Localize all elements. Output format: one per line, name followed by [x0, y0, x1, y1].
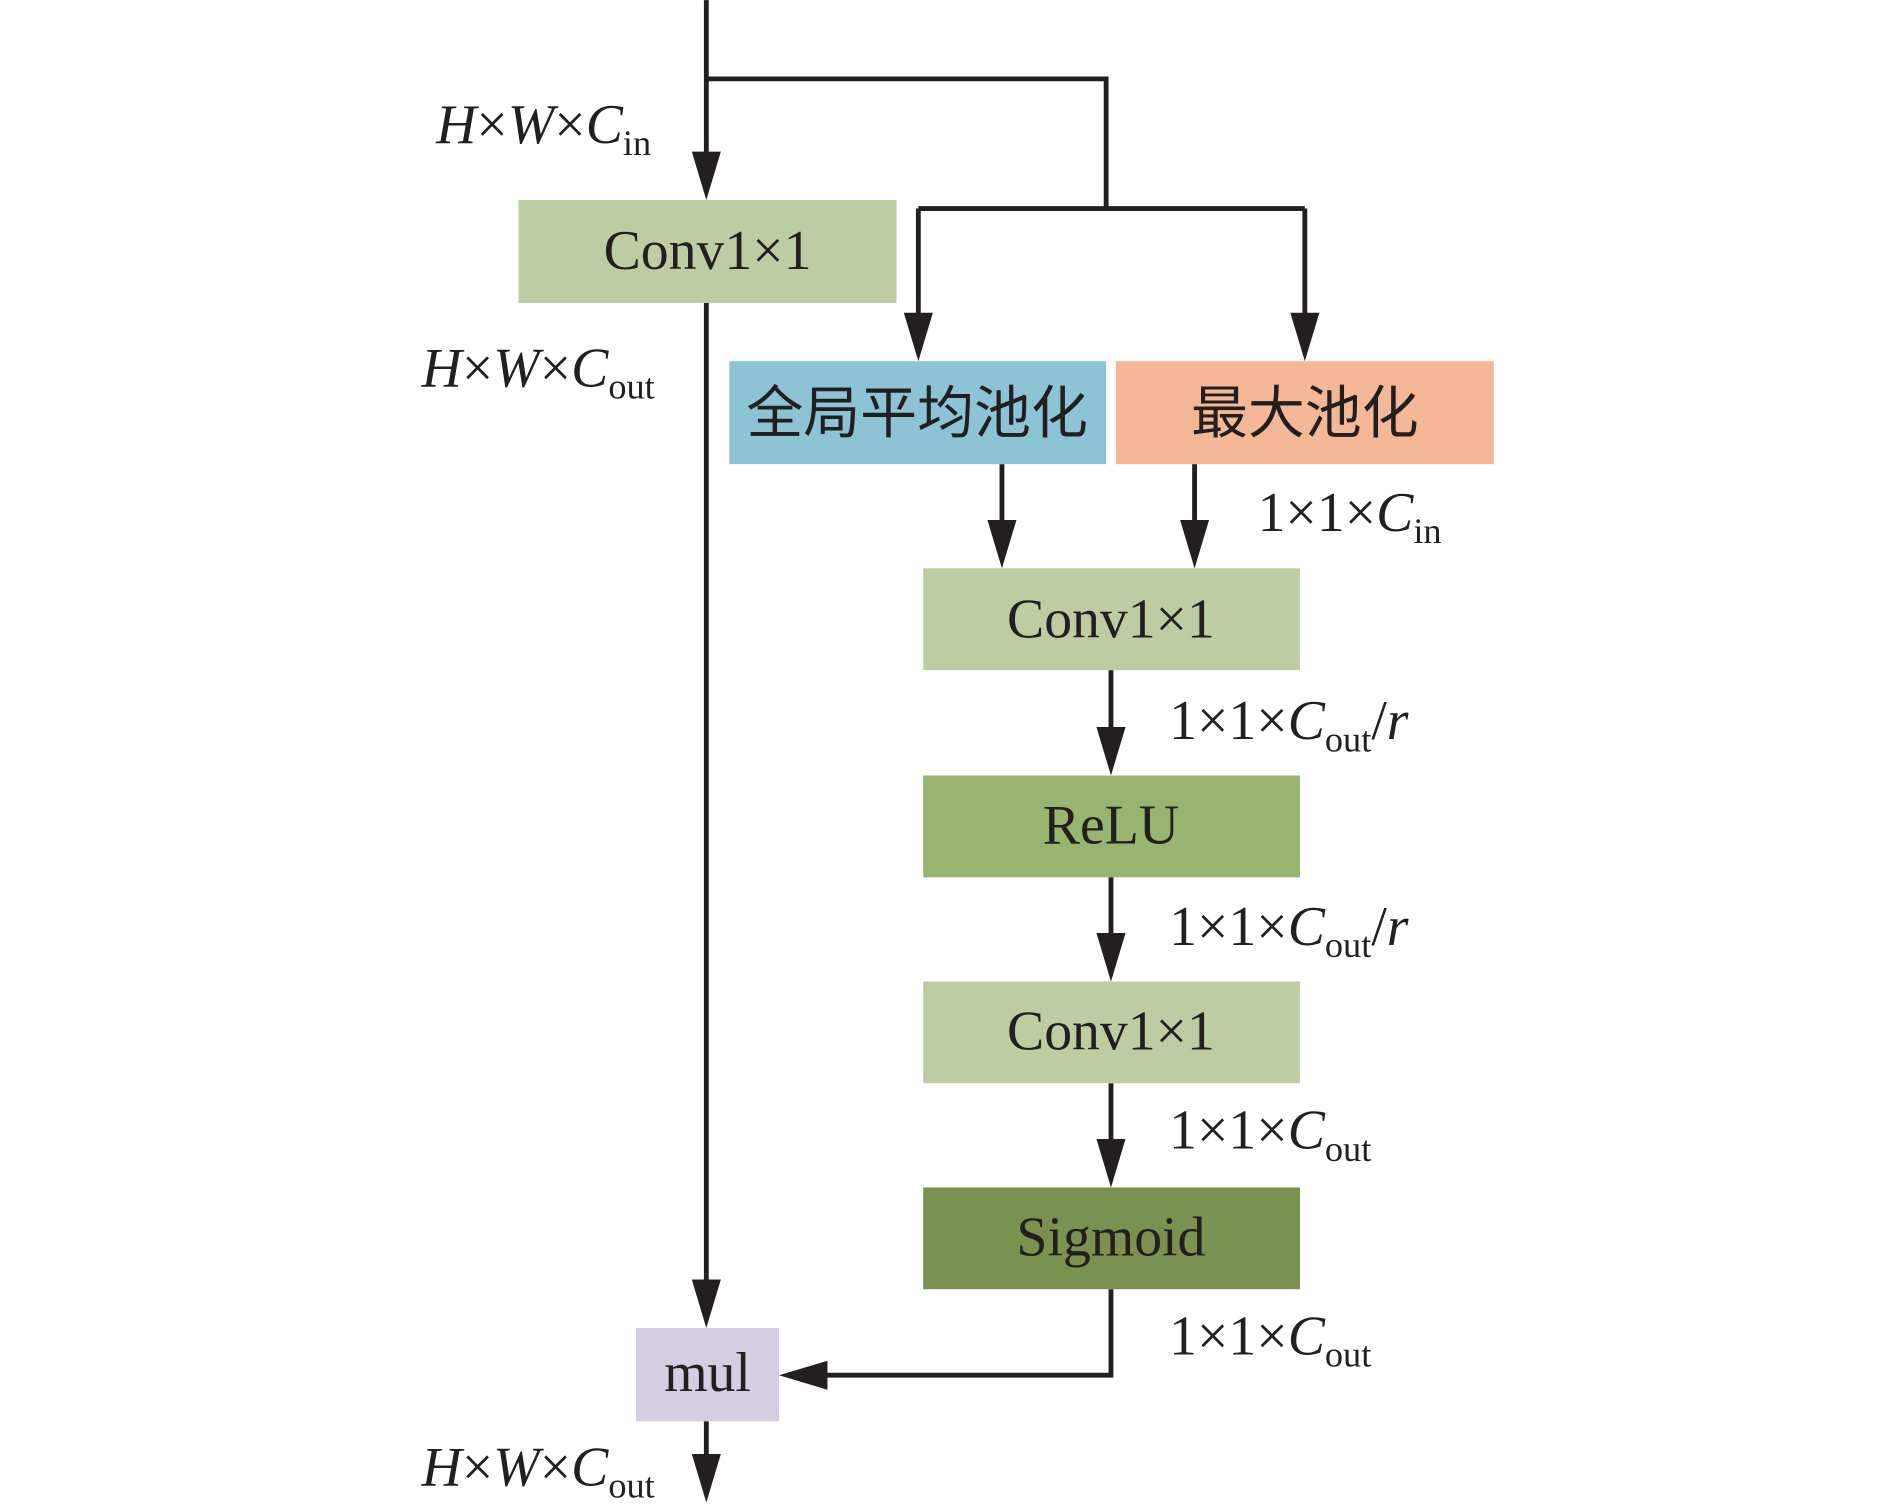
node-conv-top: Conv1×1 [518, 200, 897, 304]
pooled-dims-main: 1×1×C [1258, 482, 1415, 544]
attention-dims-main: 1×1×C [1169, 1306, 1326, 1368]
pooled-dims-sub: in [1413, 511, 1441, 551]
output-dims-main: H×W×C [421, 1436, 610, 1498]
node-max-pool: 最大池化 [1115, 361, 1494, 465]
conv-mid-box [923, 568, 1300, 671]
sigmoid-label: Sigmoid [1017, 1206, 1206, 1268]
reduced-1-dims-main: 1×1×C [1169, 690, 1326, 752]
attention-dims-label: 1×1×Cout [1169, 1306, 1371, 1375]
node-conv-bottom: Conv1×1 [923, 981, 1300, 1084]
mul-box [636, 1327, 780, 1422]
node-global-avg-pool: 全局平均池化 [729, 361, 1107, 465]
branch-trunk-line [706, 76, 1109, 209]
expanded-dims-sub: out [1325, 1129, 1371, 1169]
pooled-dims-label: 1×1×Cin [1258, 482, 1442, 551]
global-avg-pool-box [729, 361, 1107, 465]
attention-dims-sub: out [1325, 1335, 1371, 1375]
node-sigmoid: Sigmoid [923, 1187, 1300, 1290]
reduced-2-dims-sub: out [1325, 925, 1371, 965]
after-conv-dims-label: H×W×Cout [421, 338, 655, 407]
reduced-2-dims-label: 1×1×Cout/r [1169, 896, 1409, 965]
reduced-1-dims-label: 1×1×Cout/r [1169, 690, 1409, 759]
max-pool-box [1115, 361, 1494, 465]
reduced-1-dims-sub: out [1325, 719, 1371, 759]
conv-mid-label: Conv1×1 [1007, 588, 1215, 650]
mul-label: mul [664, 1342, 751, 1404]
reduced-2-dims-suffix: /r [1371, 896, 1408, 958]
node-conv-mid: Conv1×1 [923, 568, 1300, 671]
after-conv-dims-sub: out [608, 367, 654, 407]
expanded-dims-label: 1×1×Cout [1169, 1100, 1371, 1169]
reduced-1-dims-suffix: /r [1371, 690, 1408, 752]
relu-box [923, 775, 1300, 878]
input-dims-main: H×W×C [435, 94, 624, 156]
output-dims-sub: out [608, 1466, 654, 1505]
output-dims-label: H×W×Cout [421, 1436, 655, 1505]
node-relu: ReLU [923, 775, 1300, 878]
conv-bottom-box [923, 981, 1300, 1084]
edges [691, 0, 1320, 1503]
arrow-sigmoid-to-mul [779, 1289, 1114, 1390]
conv-top-label: Conv1×1 [604, 220, 812, 282]
input-dims-sub: in [623, 123, 651, 163]
relu-label: ReLU [1043, 794, 1179, 856]
global-avg-pool-label: 全局平均池化 [746, 383, 1088, 446]
max-pool-label: 最大池化 [1191, 383, 1419, 446]
conv-bottom-label: Conv1×1 [1007, 1000, 1215, 1062]
after-conv-dims-main: H×W×C [421, 338, 610, 400]
input-dims-label: H×W×Cin [435, 94, 651, 163]
expanded-dims-main: 1×1×C [1169, 1100, 1326, 1162]
conv-top-box [518, 200, 897, 304]
reduced-2-dims-main: 1×1×C [1169, 896, 1326, 958]
node-mul: mul [636, 1327, 780, 1422]
sigmoid-box [923, 1187, 1300, 1290]
